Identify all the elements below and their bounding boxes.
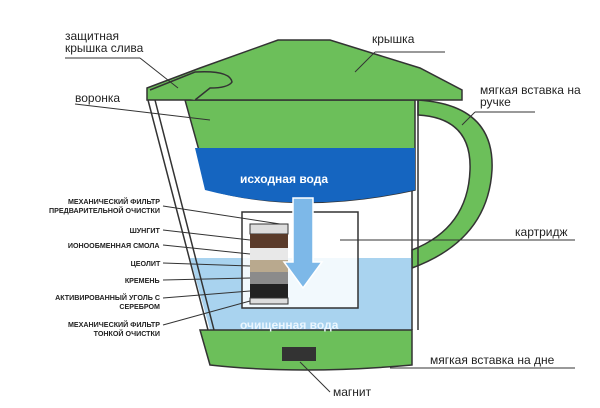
layer-label-flint: КРЕМЕНЬ	[125, 276, 160, 285]
magnet	[282, 347, 316, 361]
flow-arrow	[282, 197, 324, 290]
pitcher-body	[147, 99, 419, 331]
source-water	[195, 148, 415, 203]
label-funnel: воронка	[75, 91, 121, 105]
label-purified-water: очищенная вода	[240, 318, 339, 332]
layer-label-ion-resin: ИОНООБМЕННАЯ СМОЛА	[68, 241, 160, 250]
layer-label-prefilter: МЕХАНИЧЕСКИЙ ФИЛЬТР ПРЕДВАРИТЕЛЬНОЙ ОЧИС…	[49, 197, 160, 215]
label-source-water: исходная вода	[240, 172, 328, 186]
label-handle-insert: мягкая вставка на ручке	[480, 83, 581, 109]
layer-label-carbon-silver: АКТИВИРОВАННЫЙ УГОЛЬ С СЕРЕБРОМ	[55, 293, 160, 311]
filter-column	[249, 223, 289, 305]
label-drain-cap: защитная крышка слива	[65, 29, 144, 55]
label-cartridge: картридж	[515, 225, 568, 239]
label-lid: крышка	[372, 32, 415, 46]
label-magnet: магнит	[333, 385, 372, 399]
layer-label-fine-filter: МЕХАНИЧЕСКИЙ ФИЛЬТР ТОНКОЙ ОЧИСТКИ	[67, 320, 160, 338]
layer-label-zeolite: ЦЕОЛИТ	[130, 259, 160, 268]
label-bottom-insert: мягкая вставка на дне	[430, 353, 555, 367]
handle	[411, 99, 493, 270]
drain-cap	[149, 70, 233, 101]
leader-lines	[65, 51, 575, 393]
layer-label-shungite: ШУНГИТ	[129, 226, 160, 235]
